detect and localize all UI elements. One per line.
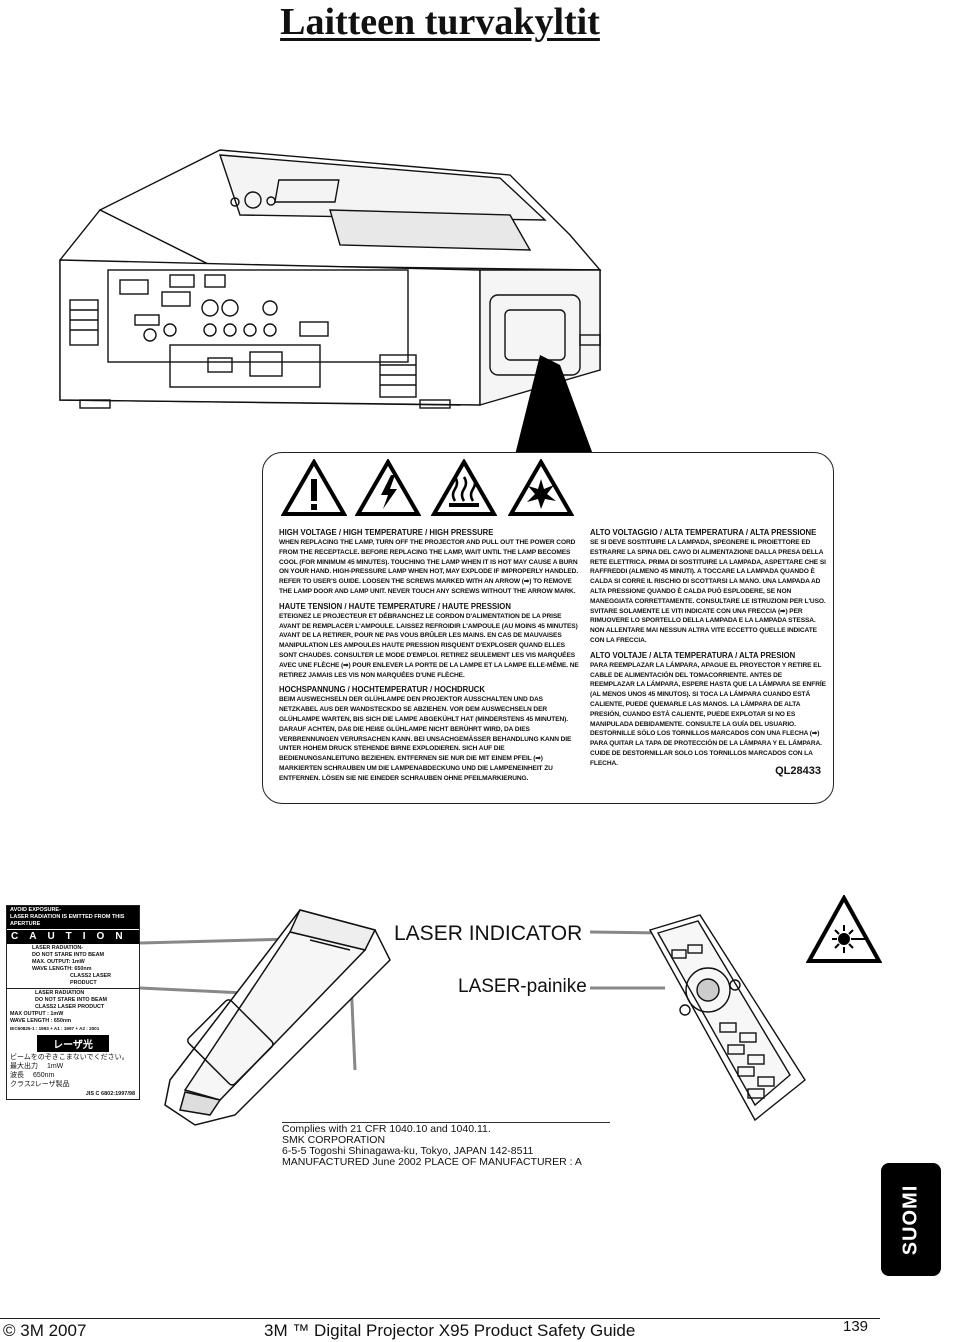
caution-block-1: LASER RADIATION- DO NOT STARE INTO BEAM … [7, 944, 139, 988]
compliance-line: 6-5-5 Togoshi Shinagawa-ku, Tokyo, JAPAN… [282, 1145, 534, 1157]
remote-side-illustration [140, 909, 391, 1126]
section-body-de: BEIM AUSWECHSELN DER GLÜHLAMPE DEN PROJE… [279, 696, 572, 782]
laser-caution-label: AVOID EXPOSURE- LASER RADIATION IS EMITT… [6, 905, 140, 1100]
section-body-fr: ETEIGNEZ LE PROJECTEUR ET DÉBRANCHEZ LE … [279, 612, 579, 679]
caution-line: WAVE LENGTH : 650nm [10, 1018, 72, 1024]
section-body-en: WHEN REPLACING THE LAMP, TURN OFF THE PR… [279, 539, 579, 595]
caution-jp-line: 最大出力 1mW [10, 1063, 64, 1070]
caution-line: CLASS2 LASER PRODUCT [70, 973, 112, 986]
page-number: 139 [843, 1318, 869, 1335]
caution-top-line2: LASER RADIATION IS EMITTED FROM THIS APE… [10, 914, 125, 927]
section-heading-fr: HAUTE TENSION / HAUTE TEMPERATURE / HAUT… [279, 600, 511, 611]
page-title: Laitteen turvakyltit [280, 1, 600, 43]
compliance-line: SMK CORPORATION [282, 1134, 386, 1146]
lamp-warning-label: HIGH VOLTAGE / HIGH TEMPERATURE / HIGH P… [262, 452, 834, 804]
section-body-it: SE SI DEVE SOSTITUIRE LA LAMPADA, SPEGNE… [590, 539, 826, 644]
compliance-line: MANUFACTURED June 2002 PLACE OF MANUFACT… [282, 1156, 582, 1168]
footer-title: 3M ™ Digital Projector X95 Product Safet… [264, 1321, 636, 1340]
pointer-arrow [515, 355, 595, 460]
caution-jp-line: 波長 650nm [10, 1072, 55, 1079]
warning-text-right: ALTO VOLTAGGIO / ALTA TEMPERATURA / ALTA… [590, 523, 826, 769]
laser-indicator-label: LASER INDICATOR [394, 922, 583, 945]
caution-standard: JIS C 6802:1997/98 [85, 1091, 135, 1097]
caution-line: LASER RADIATION- [32, 945, 84, 951]
label-code: QL28433 [775, 765, 821, 777]
warning-text-left: HIGH VOLTAGE / HIGH TEMPERATURE / HIGH P… [279, 523, 583, 784]
exclamation-warning-icon [281, 459, 347, 516]
hazard-symbols [263, 459, 833, 519]
high-voltage-icon [355, 459, 421, 516]
caution-block-2: LASER RADIATION DO NOT STARE INTO BEAM C… [7, 988, 139, 1033]
section-body-es: PARA REEMPLAZAR LA LÁMPARA, APAGUE EL PR… [590, 661, 826, 767]
caution-jp-heading: レーザ光 [37, 1035, 109, 1052]
caution-line: WAVE LENGTH: 650nm [32, 966, 92, 972]
caution-line: IEC60825-1 : 1993 + A1 : 1997 + A2 : 200… [10, 1026, 100, 1031]
caution-line: MAX. OUTPUT: 1mW [32, 959, 85, 965]
compliance-line: Complies with 21 CFR 1040.10 and 1040.11… [282, 1123, 491, 1135]
caution-line: DO NOT STARE INTO BEAM [35, 997, 107, 1003]
laser-warning-icon [806, 895, 882, 963]
caution-line: CLASS2 LASER PRODUCT [35, 1004, 105, 1010]
caution-line: LASER RADIATION [35, 990, 85, 996]
footer-rule [0, 1318, 880, 1319]
compliance-statement: Complies with 21 CFR 1040.10 and 1040.11… [282, 1122, 610, 1168]
caution-line: MAX OUTPUT : 1mW [10, 1011, 64, 1017]
explosion-hazard-icon [508, 459, 574, 516]
caution-line: DO NOT STARE INTO BEAM [32, 952, 104, 958]
language-tab-label: SUOMI [899, 1184, 922, 1255]
remote-top-illustration [590, 914, 806, 1122]
section-heading-es: ALTO VOLTAJE / ALTA TEMPERATURA / ALTA P… [590, 649, 796, 660]
language-tab: SUOMI [881, 1163, 941, 1276]
caution-band: CAUTION [7, 930, 139, 944]
caution-jp-line: クラス2レーザ製品 [10, 1081, 70, 1088]
section-heading-de: HOCHSPANNUNG / HOCHTEMPERATUR / HOCHDRUC… [279, 684, 485, 695]
section-heading-it: ALTO VOLTAGGIO / ALTA TEMPERATURA / ALTA… [590, 527, 817, 537]
caution-jp-line: ビームをのぞきこまないでください。 [10, 1054, 129, 1061]
caution-top-line1: AVOID EXPOSURE- [10, 907, 61, 913]
projector-illustration [59, 149, 602, 409]
hot-surface-icon [431, 459, 497, 516]
section-heading-en: HIGH VOLTAGE / HIGH TEMPERATURE / HIGH P… [279, 527, 494, 537]
laser-button-label: LASER-painike [458, 976, 587, 997]
footer-copyright: © 3M 2007 [3, 1321, 87, 1340]
caution-jp-text: ビームをのぞきこまないでください。 最大出力 1mW 波長 650nm クラス2… [7, 1053, 139, 1089]
